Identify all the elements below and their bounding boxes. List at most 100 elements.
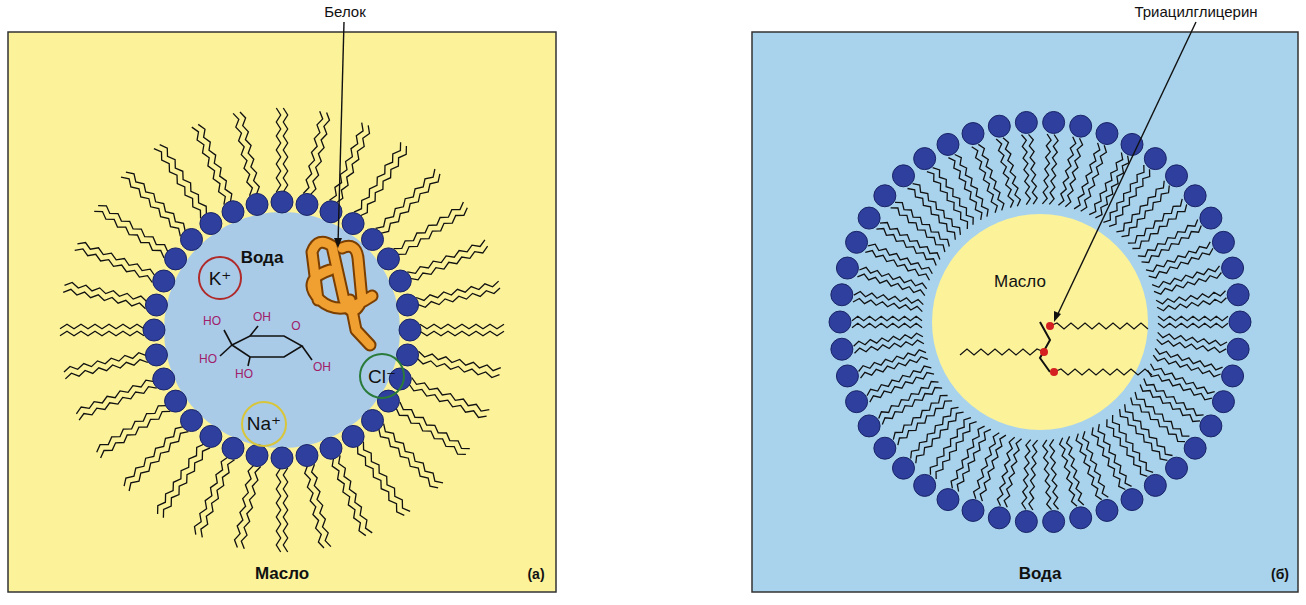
polar-head: [914, 474, 936, 496]
lipid-tail: [400, 402, 470, 449]
lipid-tail: [867, 366, 931, 396]
lipid-tail: [310, 113, 329, 195]
lipid-tail: [358, 446, 405, 516]
lipid-tail: [101, 411, 171, 458]
lipid-tail: [1043, 440, 1052, 510]
leader-line: [338, 22, 344, 244]
lipid-tail: [852, 323, 922, 327]
leader-line: [1056, 22, 1196, 318]
lipid-tail: [195, 457, 229, 535]
lipid-tail: [853, 299, 922, 312]
lipid-tail: [60, 331, 144, 335]
polar-head: [200, 425, 222, 447]
polar-head: [1015, 111, 1037, 133]
lipid-tail: [64, 353, 146, 372]
polar-head: [1222, 257, 1244, 279]
lipid-tail: [1132, 204, 1186, 248]
lipid-tail: [192, 127, 226, 205]
lipid-tail: [276, 108, 280, 192]
polar-head: [1166, 165, 1188, 187]
lipid-tail: [97, 406, 167, 453]
atom-label: HO: [203, 315, 221, 328]
polar-head: [829, 311, 851, 333]
callout-label: Белок: [324, 4, 366, 21]
polar-head: [937, 133, 959, 155]
lipid-tail: [360, 146, 407, 216]
lipid-tail: [407, 240, 485, 273]
polar-head: [937, 489, 959, 511]
polar-head: [389, 270, 411, 292]
lipid-tail: [1113, 415, 1154, 472]
water-core: [164, 212, 400, 448]
lipid-tail: [381, 174, 440, 233]
polar-head: [296, 193, 318, 215]
lipid-tail: [955, 155, 988, 217]
polar-head: [1043, 511, 1065, 533]
polar-head: [1121, 489, 1143, 511]
polar-head: [342, 213, 364, 235]
polar-head: [180, 410, 202, 432]
lipid-tail: [893, 396, 947, 440]
atom-label: HO: [235, 368, 253, 381]
polar-head: [962, 499, 984, 521]
lipid-tail: [1116, 181, 1164, 232]
lipid-tail: [930, 418, 971, 475]
lipid-tail: [852, 316, 922, 320]
lipid-tail: [1076, 434, 1102, 500]
lipid-tail: [1158, 332, 1227, 345]
atom-label: O: [291, 320, 300, 333]
polar-head: [377, 390, 399, 412]
lipid-tail: [354, 142, 401, 212]
lipid-tail: [978, 144, 1004, 210]
lipid-tail: [1095, 156, 1129, 218]
lipid-tail: [79, 387, 157, 421]
lipid-tail: [332, 458, 366, 536]
polar-head: [246, 193, 268, 215]
polar-head: [246, 445, 268, 467]
panel-label: (б): [1271, 567, 1289, 582]
lipid-tail: [1092, 427, 1125, 489]
lipid-tail: [1049, 135, 1058, 205]
lipid-tail: [1029, 134, 1038, 204]
lipid-tail: [201, 460, 235, 538]
polar-head: [892, 457, 914, 479]
polar-head: [1070, 507, 1092, 529]
polar-head: [1229, 311, 1251, 333]
lipid-tail: [65, 283, 147, 302]
ion-circle: Na⁺: [241, 401, 287, 447]
lipid-tail: [1128, 199, 1182, 243]
lipid-tail: [418, 288, 500, 307]
protein: [312, 242, 372, 345]
polar-head: [271, 191, 293, 213]
lipid-tail: [1003, 138, 1020, 207]
lipid-tail: [394, 202, 464, 249]
polar-head: [858, 415, 880, 437]
lipid-tail: [1157, 298, 1226, 311]
polar-head: [874, 185, 896, 207]
oil-core: [932, 214, 1148, 430]
lipid-tail: [1156, 291, 1225, 304]
lipid-tail: [283, 468, 287, 552]
polar-head: [1200, 207, 1222, 229]
lipid-tail: [77, 243, 155, 277]
polar-head: [342, 425, 364, 447]
polar-head: [1096, 123, 1118, 145]
polar-head: [200, 213, 222, 235]
lipid-tail: [163, 448, 210, 518]
lipid-tail: [855, 340, 924, 353]
lipid-tail: [412, 378, 490, 412]
polar-head: [858, 207, 880, 229]
polar-head: [846, 231, 868, 253]
lipid-tail: [384, 424, 443, 483]
polar-head: [362, 228, 384, 250]
lipid-tail: [376, 169, 435, 228]
lipid-tail: [330, 123, 364, 201]
region-label: Вода: [241, 249, 284, 268]
lipid-tail: [1149, 248, 1213, 278]
lipid-tail: [879, 382, 939, 419]
polar-head: [1070, 115, 1092, 137]
lipid-tail: [895, 202, 949, 246]
atom-label: OH: [313, 361, 331, 374]
lipid-tail: [398, 208, 468, 255]
